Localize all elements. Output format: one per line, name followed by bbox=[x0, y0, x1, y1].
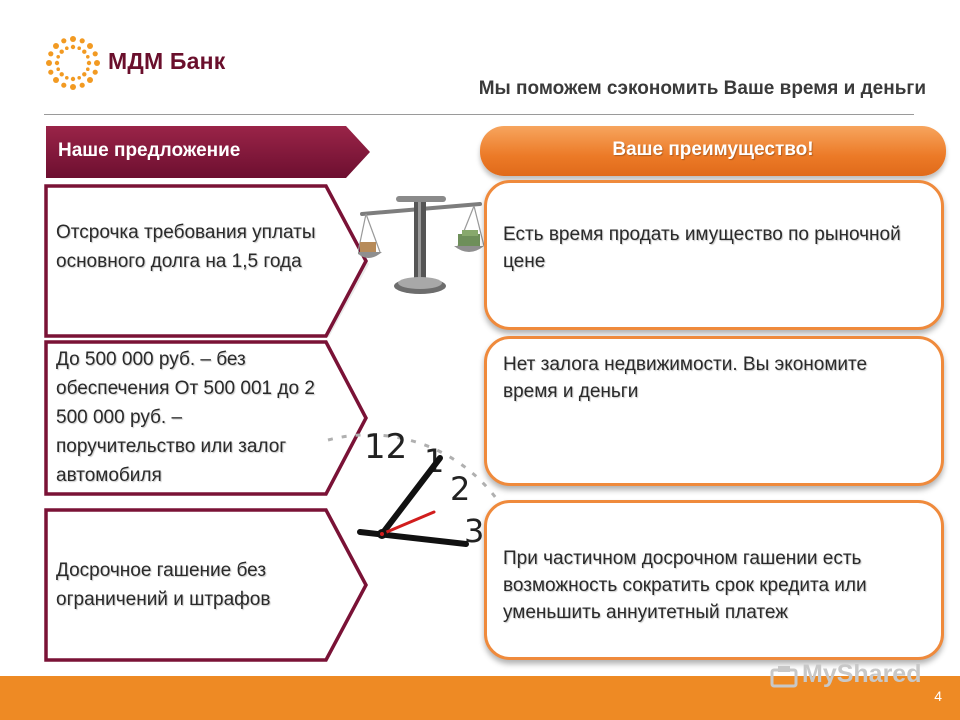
offer-item-frame bbox=[44, 508, 368, 662]
offer-item-text: До 500 000 руб. – без обеспечения От 500… bbox=[56, 349, 315, 486]
clock-numeral-2: 2 bbox=[450, 470, 470, 508]
offer-item-frame bbox=[44, 184, 369, 338]
page-number: 4 bbox=[934, 688, 942, 704]
advantage-item-no-collateral: Нет залога недвижимости. Вы экономите вр… bbox=[484, 336, 944, 486]
advantage-item-text: Есть время продать имущество по рыночной… bbox=[503, 224, 901, 272]
brand-name: МДМ Банк bbox=[108, 48, 226, 74]
advantage-item-sell-property: Есть время продать имущество по рыночной… bbox=[484, 180, 944, 330]
title-divider bbox=[44, 114, 914, 115]
offer-header-label: Наше предложение bbox=[58, 140, 241, 161]
myshared-icon bbox=[770, 666, 798, 688]
offer-item-deferral: Отсрочка требования уплаты основного дол… bbox=[44, 184, 374, 338]
offer-item-text: Отсрочка требования уплаты основного дол… bbox=[56, 222, 316, 272]
advantage-header-label: Ваше преимущество! bbox=[612, 139, 814, 160]
offer-header: Наше предложение bbox=[46, 126, 372, 178]
scales-icon bbox=[358, 196, 484, 294]
clock-icon: 12 1 2 3 bbox=[327, 427, 512, 550]
advantage-item-reduce-term: При частичном досрочном гашении есть воз… bbox=[484, 500, 944, 660]
clock-numeral-12: 12 bbox=[364, 427, 407, 467]
advantage-item-text: Нет залога недвижимости. Вы экономите вр… bbox=[503, 354, 868, 402]
advantage-header: Ваше преимущество! bbox=[480, 126, 946, 176]
offer-item-frame bbox=[44, 340, 368, 496]
watermark-text: MyShared bbox=[802, 660, 922, 688]
clock-numeral-3: 3 bbox=[464, 512, 484, 550]
offer-item-collateral: До 500 000 руб. – без обеспечения От 500… bbox=[44, 340, 374, 496]
advantage-item-text: При частичном досрочном гашении есть воз… bbox=[503, 548, 867, 623]
slide-title: Мы поможем сэкономить Ваше время и деньг… bbox=[478, 78, 926, 99]
bank-logo-icon bbox=[46, 36, 100, 90]
offer-item-early-repayment: Досрочное гашение без ограничений и штра… bbox=[44, 508, 374, 662]
offer-item-text: Досрочное гашение без ограничений и штра… bbox=[56, 560, 271, 610]
footer-bar bbox=[0, 676, 960, 720]
offer-header-arrow bbox=[46, 126, 370, 178]
